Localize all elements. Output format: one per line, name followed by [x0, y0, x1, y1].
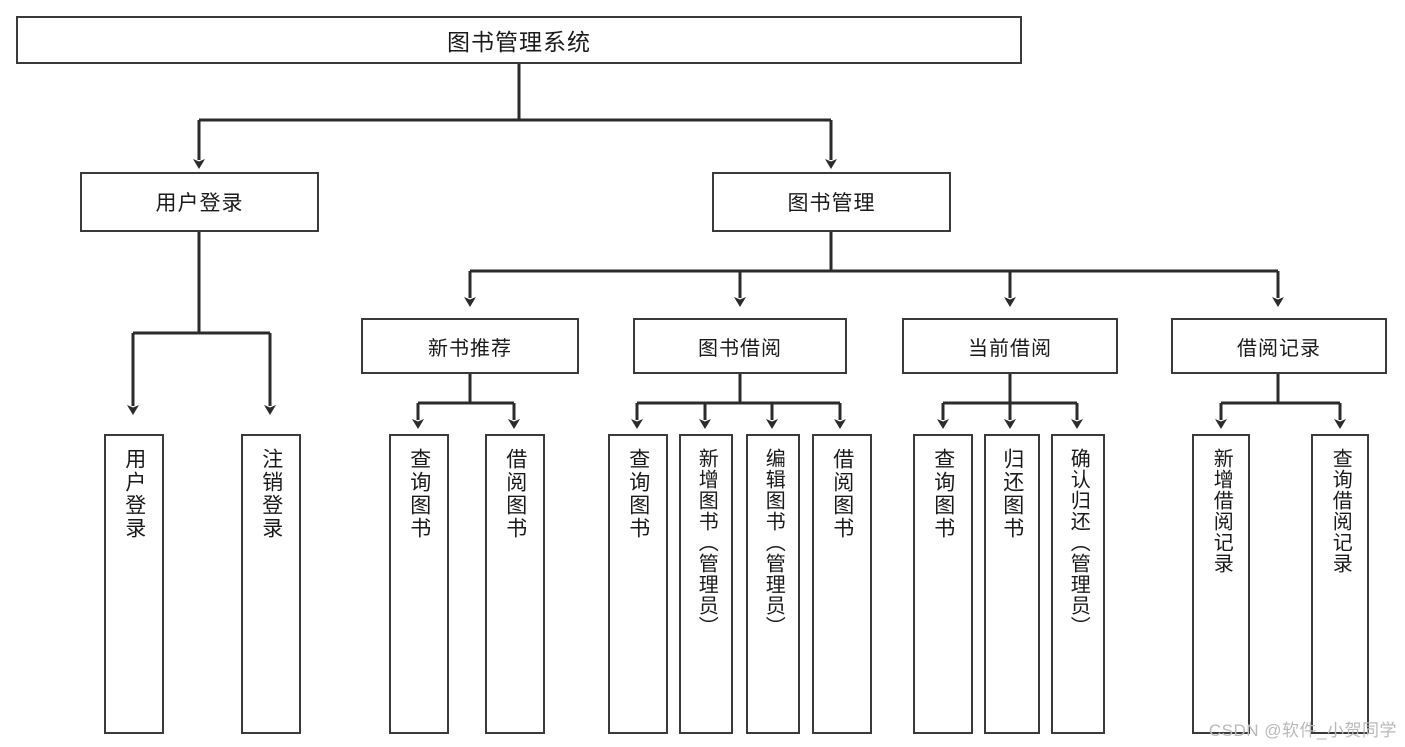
node-leaf-query-book-1[interactable]: 查询图书 [389, 434, 449, 734]
node-leaf-borrow-book-1-label: 借阅图书 [503, 448, 527, 540]
node-user-login-label: 用户登录 [155, 192, 244, 215]
node-leaf-return-book-label: 归还图书 [1000, 448, 1024, 540]
node-new-book-rec-label: 新书推荐 [428, 337, 512, 360]
node-book-manage[interactable]: 图书管理 [712, 172, 951, 232]
node-new-book-rec[interactable]: 新书推荐 [361, 318, 579, 374]
node-leaf-borrow-book-1[interactable]: 借阅图书 [485, 434, 545, 734]
node-leaf-add-record[interactable]: 新增借阅记录 [1192, 434, 1250, 734]
node-leaf-query-book-2[interactable]: 查询图书 [608, 434, 668, 734]
node-leaf-query-book-3[interactable]: 查询图书 [913, 434, 973, 734]
node-leaf-query-book-3-label: 查询图书 [931, 448, 955, 540]
node-leaf-borrow-book-2[interactable]: 借阅图书 [812, 434, 872, 734]
node-root[interactable]: 图书管理系统 [16, 16, 1022, 64]
node-current-borrow[interactable]: 当前借阅 [902, 318, 1118, 374]
node-leaf-confirm-return[interactable]: 确认归还（管理员） [1051, 434, 1105, 734]
node-current-borrow-label: 当前借阅 [968, 337, 1052, 360]
node-leaf-add-record-label: 新增借阅记录 [1210, 448, 1233, 574]
node-leaf-return-book[interactable]: 归还图书 [984, 434, 1040, 734]
node-leaf-edit-book-label: 编辑图书（管理员） [762, 448, 785, 637]
node-leaf-query-record-label: 查询借阅记录 [1329, 448, 1352, 574]
node-book-manage-label: 图书管理 [787, 192, 876, 215]
node-root-label: 图书管理系统 [447, 29, 591, 55]
node-leaf-logout-label: 注销登录 [259, 448, 283, 540]
node-leaf-query-record[interactable]: 查询借阅记录 [1311, 434, 1369, 734]
node-leaf-borrow-book-2-label: 借阅图书 [830, 448, 854, 540]
node-user-login[interactable]: 用户登录 [80, 172, 319, 232]
node-leaf-confirm-return-label: 确认归还（管理员） [1067, 448, 1090, 637]
watermark: CSDN @软件_小贺同学 [1208, 721, 1397, 740]
node-leaf-query-book-1-label: 查询图书 [407, 448, 431, 540]
node-leaf-add-book-label: 新增图书（管理员） [695, 448, 718, 637]
node-book-borrow-label: 图书借阅 [698, 337, 782, 360]
node-leaf-user-login[interactable]: 用户登录 [104, 434, 164, 734]
node-leaf-edit-book[interactable]: 编辑图书（管理员） [746, 434, 800, 734]
node-borrow-record[interactable]: 借阅记录 [1171, 318, 1387, 374]
node-leaf-user-login-label: 用户登录 [122, 448, 146, 540]
node-borrow-record-label: 借阅记录 [1237, 337, 1321, 360]
node-leaf-logout[interactable]: 注销登录 [241, 434, 301, 734]
node-book-borrow[interactable]: 图书借阅 [633, 318, 847, 374]
node-leaf-add-book[interactable]: 新增图书（管理员） [679, 434, 733, 734]
node-leaf-query-book-2-label: 查询图书 [626, 448, 650, 540]
